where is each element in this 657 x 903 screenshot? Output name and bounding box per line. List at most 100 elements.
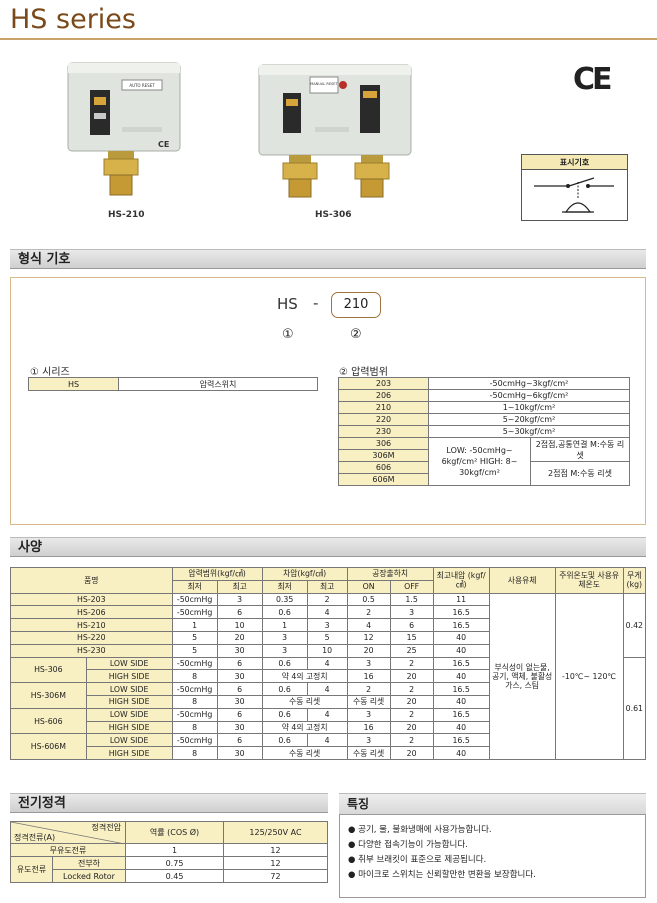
header-current: 정격전류(A): [14, 833, 56, 842]
spec-cell: 30: [216, 643, 263, 658]
spec-cell: 2: [346, 605, 391, 620]
spec-cell: 0.5: [346, 592, 391, 607]
list-item: ● 공기, 물, 불화냉매에 사용가능합니다.: [348, 825, 492, 835]
spec-side: HIGH SIDE: [85, 746, 173, 760]
elec-ac: 72: [223, 869, 328, 883]
header-min: 최저: [261, 579, 308, 594]
spec-cell: 2: [346, 682, 391, 696]
spec-cell: 40: [432, 720, 490, 735]
spec-temp: -10℃~ 120℃: [554, 592, 624, 760]
spec-weight: 0.61: [622, 656, 647, 760]
spec-cell: 16.5: [432, 733, 490, 748]
spec-cell: -50cmHg: [171, 707, 218, 722]
header-temp: 주위온도및 사용유체온도: [554, 567, 624, 594]
table-header-row: 최저 최고 최저 최고 ON OFF: [11, 579, 646, 594]
range-code: 210: [338, 401, 429, 414]
spec-cell: -50cmHg: [171, 733, 218, 748]
spec-cell: 16.5: [432, 707, 490, 722]
spec-cell: 40: [432, 643, 490, 658]
panel-label: AUTO RESET: [129, 83, 155, 88]
spec-cell: -50cmHg: [171, 592, 218, 607]
marker-2: ②: [350, 327, 362, 342]
spec-cell: 5: [171, 630, 218, 645]
spec-cell: 수동 리셋: [346, 694, 391, 709]
header-max: 최고: [216, 579, 263, 594]
table-row: 606 2접점 M:수동 리셋: [338, 461, 630, 486]
spec-side: HIGH SIDE: [85, 669, 173, 684]
feature-list: ● 공기, 물, 불화냉매에 사용가능합니다. ● 다양한 접속기능이 가능합니…: [339, 815, 646, 898]
spec-cell: -50cmHg: [171, 682, 218, 696]
spec-model: HS-203: [10, 592, 173, 607]
elec-pf: 0.45: [125, 869, 224, 883]
spec-cell: 4: [306, 656, 348, 671]
header-factory: 공장출하치: [346, 567, 434, 581]
spec-cell: 30: [216, 720, 263, 735]
header-on: ON: [346, 579, 391, 594]
spec-cell: 2: [389, 682, 434, 696]
spec-cell: 3: [346, 733, 391, 748]
range-dual-note: 2접점,공통연결 M:수동 리셋: [530, 437, 630, 462]
spec-side: HIGH SIDE: [85, 720, 173, 735]
series-desc: 압력스위치: [118, 377, 318, 391]
range-value: 5~30kgf/cm²: [428, 425, 630, 438]
spec-cell: 30: [216, 694, 263, 709]
spec-cell: 10: [216, 618, 263, 632]
spec-cell: 20: [389, 694, 434, 709]
elec-label: Locked Rotor: [52, 869, 126, 883]
spec-cell: 1: [171, 618, 218, 632]
spec-cell: 10: [306, 643, 348, 658]
list-item: ● 다양한 접속기능이 가능합니다.: [348, 840, 468, 850]
spec-model: HS-306M: [10, 682, 87, 709]
header-pf: 역률 (COS Ø): [125, 821, 224, 844]
range-code: 306: [338, 437, 429, 450]
range-code: 606: [338, 461, 429, 474]
spec-cell: 15: [389, 630, 434, 645]
spec-table: 품명 압력범위(kgf/㎠) 차압(kgf/㎠) 공장출하치 최고내압 (kgf…: [10, 567, 647, 760]
table-row: 유도전류 전부하 0.75 12: [10, 856, 328, 883]
spec-cell: 20: [346, 643, 391, 658]
spec-cell: 4: [306, 707, 348, 722]
spec-cell: 8: [171, 669, 218, 684]
header-off: OFF: [389, 579, 434, 594]
spec-cell: 3: [216, 592, 263, 607]
spec-cell: 40: [432, 694, 490, 709]
range-code: 220: [338, 413, 429, 426]
feature-section-heading: 특징: [339, 793, 646, 815]
header-range: 압력범위(kgf/㎠): [171, 567, 263, 581]
header-weight: 무게 (kg): [622, 567, 647, 594]
spec-cell: 6: [216, 733, 263, 748]
table-row: HS 압력스위치: [28, 377, 318, 391]
spec-cell: 30: [216, 669, 263, 684]
range-label: ② 압력범위: [339, 367, 388, 378]
header-diff: 차압(kgf/㎠): [261, 567, 348, 581]
spec-cell: 40: [432, 669, 490, 684]
table-header-row: 정격전압 정격전류(A) 역률 (COS Ø) 125/250V AC: [10, 821, 328, 844]
code-value: 210: [331, 292, 381, 318]
marker-1: ①: [282, 327, 294, 342]
list-item: ● 취부 브래킷이 표준으로 제공됩니다.: [348, 855, 487, 865]
product-photo-hs-210: AUTO RESET CE: [67, 62, 181, 196]
table-row: 306 LOW: -50cmHg~ 6kgf/cm² HIGH: 8~ 30kg…: [338, 437, 630, 486]
spec-cell: 30: [216, 746, 263, 760]
spec-cell: -50cmHg: [171, 656, 218, 671]
spec-cell: 0.6: [261, 605, 308, 620]
spec-cell: 8: [171, 720, 218, 735]
header-max-pressure: 최고내압 (kgf/㎠): [432, 567, 490, 594]
spec-cell: 0.6: [261, 682, 308, 696]
series-table: HS 압력스위치: [28, 377, 318, 391]
spec-cell: 16.5: [432, 605, 490, 620]
spec-cell: 16.5: [432, 656, 490, 671]
spec-cell: 약 4의 고정치: [261, 669, 348, 684]
range-value: -50cmHg~6kgf/cm²: [428, 389, 630, 402]
range-value: -50cmHg~3kgf/cm²: [428, 377, 630, 390]
range-code: 206: [338, 389, 429, 402]
spec-cell: 1.5: [389, 592, 434, 607]
spec-fluid: 부식성이 없는물, 공기, 액체, 불활성 가스, 스팀: [488, 592, 556, 760]
header-max: 최고: [306, 579, 348, 594]
spec-cell: 6: [389, 618, 434, 632]
spec-cell: 6: [216, 707, 263, 722]
spec-cell: 16.5: [432, 618, 490, 632]
elec-label: 전부하: [52, 856, 126, 870]
